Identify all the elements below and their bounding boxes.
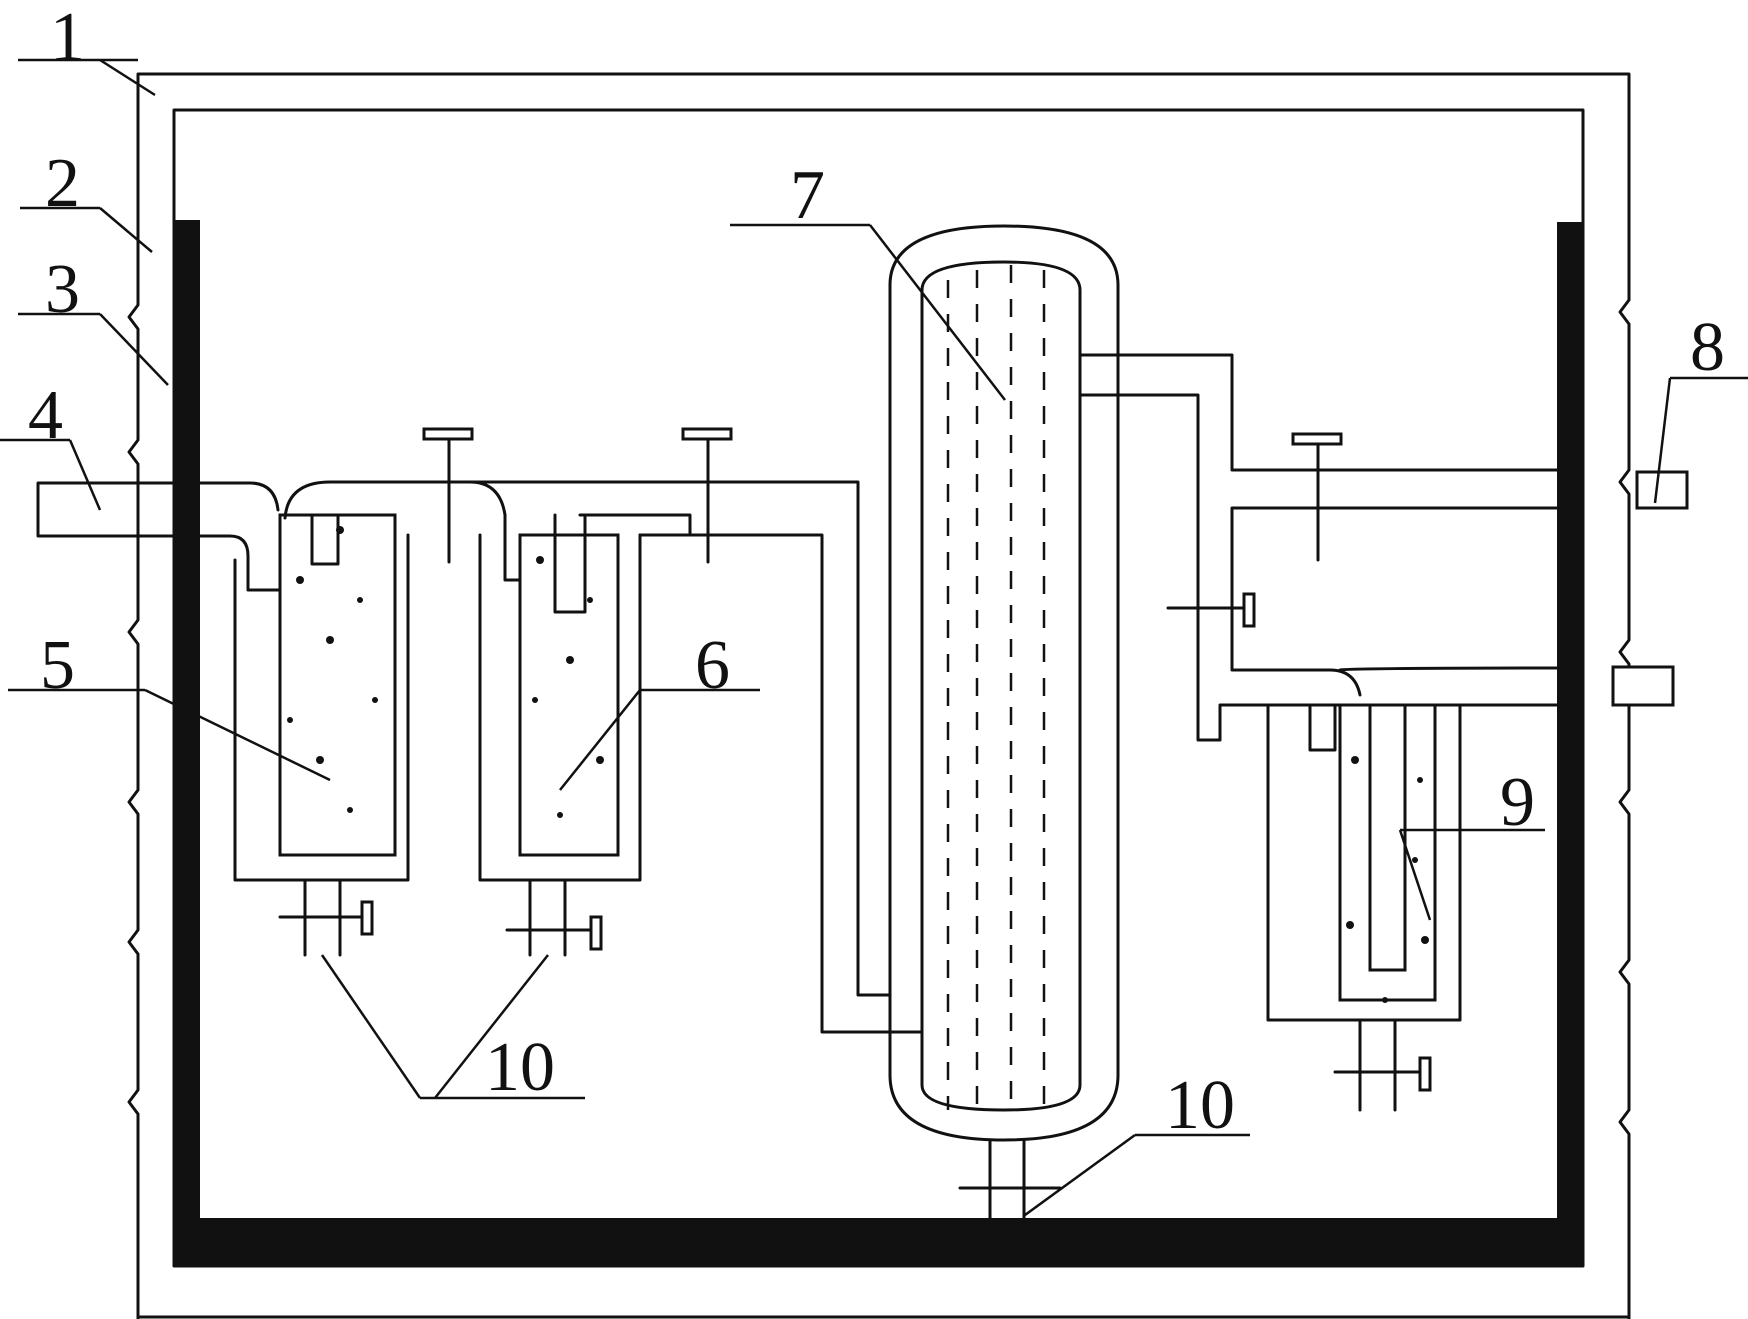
vessel-5-media	[278, 513, 397, 857]
pipe-6-to-7	[468, 480, 924, 1034]
label-6: 6	[695, 627, 730, 704]
outlet-pipe-8-upper	[1635, 470, 1689, 510]
outlet-piping	[1078, 353, 1585, 742]
insulation-left	[174, 220, 200, 1266]
label-10-left: 10	[485, 1029, 555, 1106]
leader-lines	[0, 58, 1748, 1217]
label-7: 7	[790, 157, 825, 234]
outer-cabinet	[127, 72, 1631, 1319]
label-1: 1	[50, 0, 85, 76]
vessel-6-media	[518, 533, 620, 857]
outlet-pipe-8-lower	[1611, 665, 1675, 707]
label-5: 5	[40, 627, 75, 704]
vessel-6	[478, 427, 733, 957]
inlet-pipe	[36, 481, 282, 592]
media-particles	[287, 526, 1429, 1003]
vessel-9	[1266, 703, 1462, 1112]
column-7-media	[920, 260, 1082, 1112]
insulation-bottom	[174, 1218, 1583, 1266]
label-2: 2	[45, 145, 80, 222]
label-3: 3	[45, 251, 80, 328]
label-9: 9	[1500, 764, 1535, 841]
vessel-5	[233, 427, 507, 957]
label-10-right: 10	[1165, 1067, 1235, 1144]
side-valve-handle	[1242, 592, 1256, 628]
insulation-right	[1557, 222, 1583, 1266]
outlet-valve-handle	[1291, 432, 1343, 446]
label-4: 4	[28, 377, 63, 454]
label-8: 8	[1690, 309, 1725, 386]
column-7	[888, 224, 1120, 1220]
